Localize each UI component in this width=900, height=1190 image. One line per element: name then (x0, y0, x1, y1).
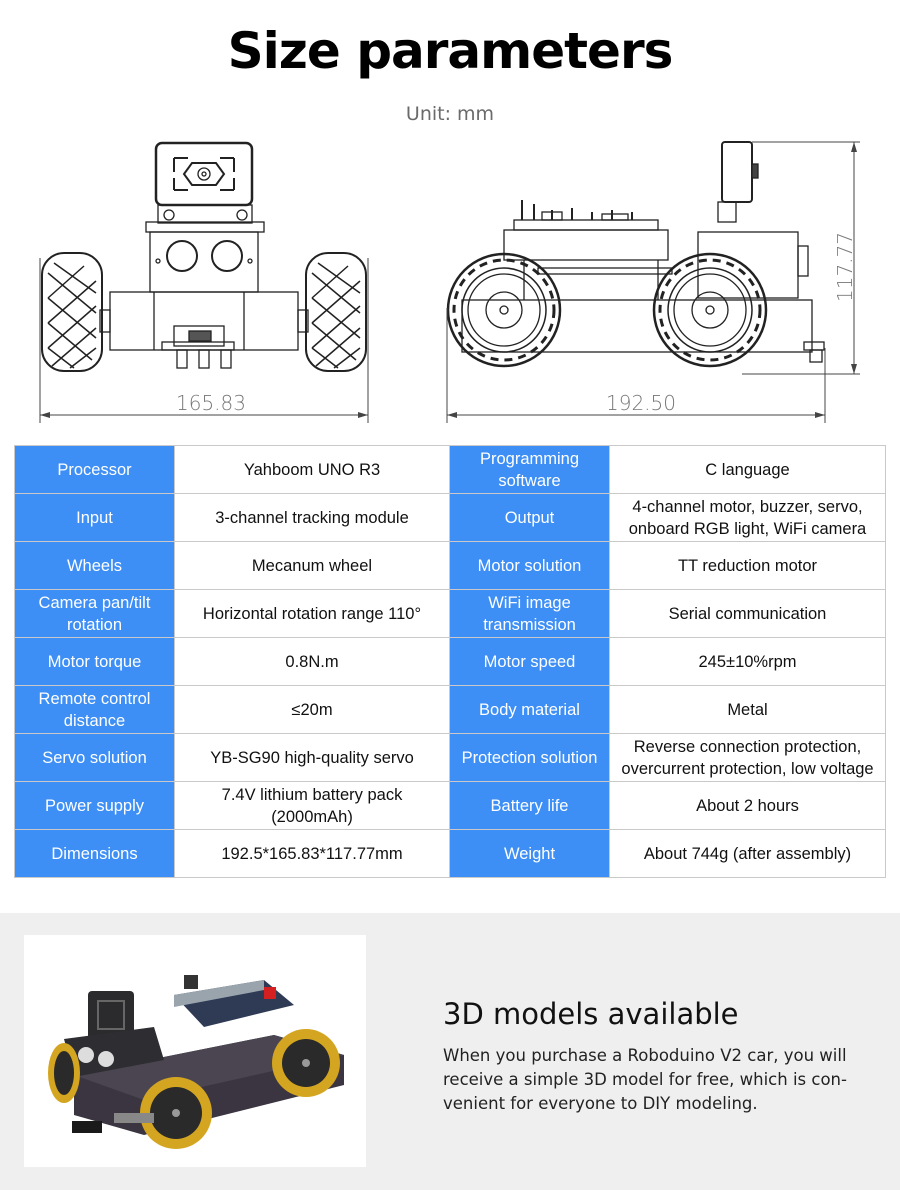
table-row: Camera pan/tilt rotation Horizontal rota… (14, 589, 886, 638)
spec-key: Dimensions (14, 829, 175, 878)
table-row: Remote control distance ≤20m Body materi… (14, 685, 886, 734)
model-section-title: 3D models available (443, 997, 739, 1031)
spec-key: Servo solution (14, 733, 175, 782)
front-view-drawing: 165.83 (34, 138, 374, 423)
spec-value: TT reduction motor (609, 541, 886, 590)
left-wheel (41, 252, 103, 372)
spec-value: 0.8N.m (174, 637, 450, 686)
spec-value: C language (609, 445, 886, 494)
spec-value: 3-channel tracking module (174, 493, 450, 542)
spec-key: Motor speed (449, 637, 610, 686)
spec-value: ≤20m (174, 685, 450, 734)
table-row: Wheels Mecanum wheel Motor solution TT r… (14, 541, 886, 590)
table-row: Power supply 7.4V lithium battery pack (… (14, 781, 886, 830)
table-row: Motor torque 0.8N.m Motor speed 245±10%r… (14, 637, 886, 686)
table-row: Processor Yahboom UNO R3 Programming sof… (14, 445, 886, 494)
front-wheel (652, 252, 768, 368)
spec-key: Body material (449, 685, 610, 734)
rear-wheel (446, 252, 562, 368)
spec-key: Wheels (14, 541, 175, 590)
spec-key: Motor torque (14, 637, 175, 686)
wheel-front-right (272, 1029, 340, 1097)
spec-value: 7.4V lithium battery pack (2000mAh) (174, 781, 450, 830)
robot-3d-render (24, 935, 366, 1167)
table-row: Servo solution YB-SG90 high-quality serv… (14, 733, 886, 782)
front-width-dimension: 165.83 (176, 391, 246, 415)
spec-key: Battery life (449, 781, 610, 830)
spec-value: Metal (609, 685, 886, 734)
spec-key: Camera pan/tilt rotation (14, 589, 175, 638)
spec-key: Protection solution (449, 733, 610, 782)
table-row: Dimensions 192.5*165.83*117.77mm Weight … (14, 829, 886, 878)
spec-key: Remote control distance (14, 685, 175, 734)
spec-value: Reverse connection protection, overcurre… (609, 733, 886, 782)
unit-label: Unit: mm (405, 103, 495, 125)
spec-key: Processor (14, 445, 175, 494)
side-height-dimension: 117.77 (832, 232, 857, 302)
spec-key: Programming software (449, 445, 610, 494)
spec-value: About 2 hours (609, 781, 886, 830)
spec-value: 192.5*165.83*117.77mm (174, 829, 450, 878)
spec-key: Input (14, 493, 175, 542)
spec-value: YB-SG90 high-quality servo (174, 733, 450, 782)
page-title: Size parameters (227, 22, 674, 80)
model-section: 3D models available When you purchase a … (0, 913, 900, 1190)
spec-value: Serial communication (609, 589, 886, 638)
table-row: Input 3-channel tracking module Output 4… (14, 493, 886, 542)
spec-key: Weight (449, 829, 610, 878)
side-view-drawing: 192.50 117.77 (442, 138, 882, 423)
spec-value: Mecanum wheel (174, 541, 450, 590)
spec-value: Horizontal rotation range 110° (174, 589, 450, 638)
wheel-rear-left (48, 1043, 80, 1103)
model-section-description: When you purchase a Roboduino V2 car, yo… (443, 1046, 847, 1113)
spec-table: Processor Yahboom UNO R3 Programming sof… (14, 445, 886, 878)
wheel-front-left (140, 1077, 212, 1149)
spec-value: 4-channel motor, buzzer, servo, onboard … (609, 493, 886, 542)
spec-value: 245±10%rpm (609, 637, 886, 686)
spec-key: WiFi image transmission (449, 589, 610, 638)
spec-key: Power supply (14, 781, 175, 830)
side-length-dimension: 192.50 (606, 391, 676, 415)
spec-key: Motor solution (449, 541, 610, 590)
spec-value: About 744g (after assembly) (609, 829, 886, 878)
right-wheel (305, 252, 367, 372)
spec-key: Output (449, 493, 610, 542)
spec-value: Yahboom UNO R3 (174, 445, 450, 494)
